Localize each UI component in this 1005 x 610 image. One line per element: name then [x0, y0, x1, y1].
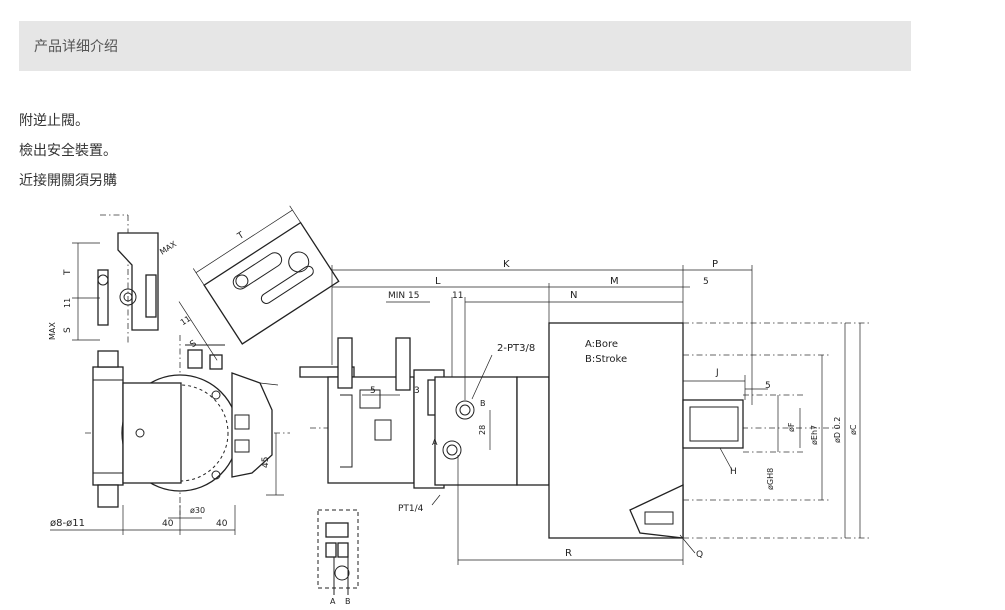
cylinder-side-view: B A 28 K — [299, 259, 870, 565]
feature-item: 檢出安全裝置。 — [19, 143, 117, 159]
section-title: 产品详细介绍 — [34, 39, 118, 55]
dim-P: P — [712, 259, 718, 270]
schematic-port-B: B — [345, 597, 351, 605]
dim-11-left: 11 — [63, 298, 72, 308]
dim-T-left: T — [63, 269, 73, 276]
dim-11-top: 11 — [179, 314, 192, 327]
dim-45: 45 — [261, 457, 271, 468]
dim-S-left: S — [63, 327, 73, 333]
dim-5-mid: 5 — [370, 386, 376, 396]
section-header: 产品详细介绍 — [19, 21, 911, 71]
dim-phi30: ø30 — [190, 506, 205, 515]
dim-phiF: øF — [787, 422, 796, 432]
port-A: A — [432, 438, 438, 447]
dim-40-right: 40 — [216, 519, 228, 529]
dim-min15: MIN 15 — [388, 291, 419, 301]
dim-5-j: 5 — [765, 381, 771, 391]
dim-T-top: T — [235, 230, 246, 242]
feature-list: 附逆止閥。 檢出安全裝置。 近接開關須另購 — [19, 106, 117, 196]
dim-J: J — [715, 368, 719, 378]
dim-MAX-left: MAX — [48, 322, 57, 340]
dim-phiEh7: øEh7 — [810, 425, 819, 445]
dim-phiC: øC — [849, 424, 858, 435]
port-label-pt14: PT1/4 — [398, 504, 424, 514]
switch-detail-left: T 11 S MAX — [48, 214, 159, 345]
dim-40-left: 40 — [162, 519, 174, 529]
dim-3: 3 — [414, 386, 420, 396]
dim-K: K — [503, 259, 510, 270]
dim-28: 28 — [478, 425, 487, 435]
dim-phi8-11: ø8-ø11 — [50, 518, 85, 529]
dim-phiGH8: øGH8 — [766, 468, 775, 490]
dim-M: M — [610, 276, 619, 287]
legend-stroke: B:Stroke — [585, 354, 627, 365]
schematic-port-A: A — [330, 597, 336, 605]
switch-detail-top: T 11 S — [178, 205, 340, 361]
feature-item: 附逆止閥。 — [19, 113, 89, 129]
hydraulic-schematic: A B — [317, 509, 359, 605]
legend-bore: A:Bore — [585, 339, 618, 350]
dim-R: R — [565, 548, 572, 559]
dim-L: L — [435, 276, 441, 287]
technical-drawing: 45 40 40 ø30 ø8-ø11 — [48, 205, 870, 605]
dim-5-top: 5 — [703, 277, 709, 287]
dim-11-mid: 11 — [452, 291, 463, 301]
dim-Q: Q — [696, 550, 703, 560]
port-label-pt38: 2-PT3/8 — [497, 343, 535, 354]
port-B: B — [480, 399, 486, 408]
dim-S-top: S — [188, 339, 198, 351]
dim-N: N — [570, 290, 577, 301]
feature-item: 近接開關須另購 — [19, 173, 117, 189]
front-view: 45 40 40 ø30 ø8-ø11 — [50, 335, 290, 535]
dim-H: H — [730, 467, 737, 477]
dim-phiD: øD 0.2 — [833, 417, 842, 443]
dim-MAX-top: MAX — [158, 239, 178, 257]
